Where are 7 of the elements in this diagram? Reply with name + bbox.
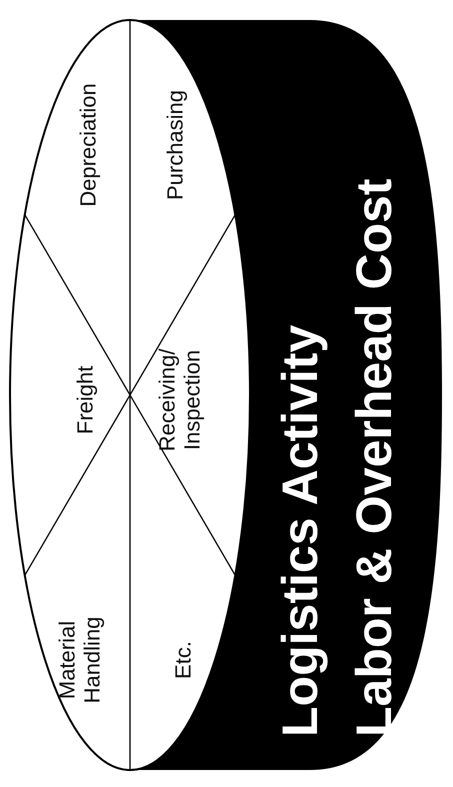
- sector-label: Purchasing: [162, 70, 188, 220]
- sector-label: Etc.: [170, 595, 196, 725]
- sector-label: Material Handling: [54, 595, 106, 725]
- sector-label: Depreciation: [75, 60, 101, 230]
- sector-label: Receiving/ Inspection: [154, 330, 206, 470]
- cylinder-label: Labor & Overhead Cost: [349, 178, 399, 737]
- sector-label: Freight: [72, 335, 98, 465]
